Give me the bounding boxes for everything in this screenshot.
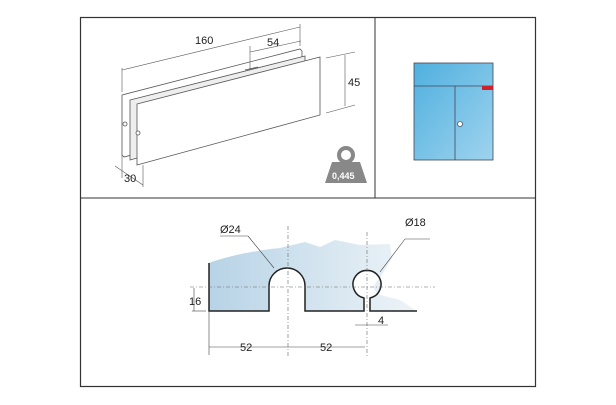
svg-text:0,445: 0,445 [332, 171, 355, 181]
dim-offset: 54 [267, 37, 279, 49]
fitting-marker [482, 86, 493, 90]
product-dimensions [114, 24, 356, 187]
glass-cutout-drawing [190, 226, 435, 358]
dim-depth: 30 [124, 173, 136, 185]
dim-spacing-1: 52 [240, 342, 252, 354]
dim-slot-width: 4 [378, 315, 384, 327]
glass-door-icon [413, 62, 494, 161]
dim-large-hole: Ø24 [220, 224, 241, 236]
weight-icon: 0,445 [325, 146, 367, 183]
dim-cut-depth: 16 [189, 296, 201, 308]
frame [79, 16, 537, 388]
dim-spacing-2: 52 [320, 342, 332, 354]
patch-fitting-illustration [121, 48, 321, 166]
lock-icon [457, 121, 463, 127]
dim-height: 45 [348, 77, 360, 89]
dim-small-hole: Ø18 [405, 217, 426, 229]
dim-length: 160 [195, 35, 213, 47]
